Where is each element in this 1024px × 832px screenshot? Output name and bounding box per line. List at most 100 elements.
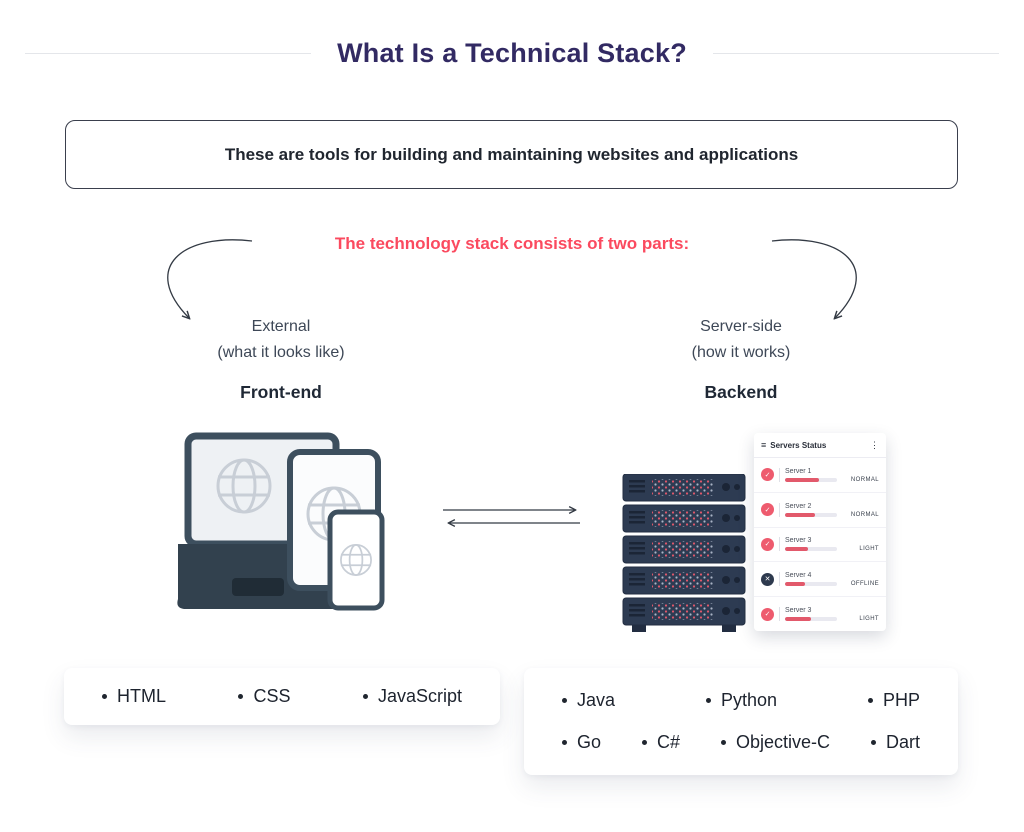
server-load-fill [785,477,819,482]
split-label: The technology stack consists of two par… [334,234,690,253]
bullet-icon [870,740,876,746]
server-status-label: NORMAL [850,511,879,518]
server-name: Server 3 [785,607,812,615]
server-info: Server 3 [785,537,837,552]
server-load-fill [785,582,805,587]
backend-tech-list-row1: Java Python PHP [524,690,958,711]
server-name: Server 1 [785,467,812,475]
server-info: Server 1 [785,468,837,482]
tech-label: HTML [117,686,166,706]
description-text: These are tools for building and maintai… [224,144,799,164]
frontend-subtitle-line2: (what it looks like) [217,344,345,361]
server-state-icon [761,503,774,517]
server-state-icon [761,468,774,482]
server-row: Server 3 LIGHT [754,597,886,631]
tech-label: C# [656,732,680,753]
status-panel-header: Servers Status [754,433,886,458]
server-load-fill [785,512,816,517]
tech-item: Objective-C [720,732,830,753]
server-row: Server 4 OFFLINE [754,562,886,598]
tech-label: Dart [885,732,920,753]
server-row: Server 3 LIGHT [754,528,886,563]
tech-item: Python [705,689,778,711]
row-divider [779,467,780,482]
devices-illustration [177,432,385,611]
bullet-icon [720,740,726,746]
server-rows: Server 1 NORMAL Server 2 NORMAL [754,458,886,631]
frontend-subtitle-line1: External [251,318,311,335]
row-divider [779,537,780,552]
title-divider-left [25,53,312,54]
row-divider [779,607,780,622]
server-status-label: NORMAL [850,476,879,483]
server-info: Server 3 [785,607,837,622]
server-load-bar [785,617,837,622]
server-name: Server 4 [785,572,812,580]
frontend-tech-list: HTML CSS JavaScript [64,686,500,707]
bullet-icon [562,740,567,746]
phone [327,509,385,611]
server-status-label: OFFLINE [850,581,879,588]
title-divider-right [712,53,999,54]
backend-subtitle-line1: Server-side [700,318,782,335]
backend-subtitle-line2: (how it works) [691,344,791,361]
tech-label: Java [577,689,616,710]
server-row: Server 1 NORMAL [754,458,886,493]
tech-item: C# [641,732,680,753]
bullet-icon [238,694,244,699]
server-load-bar [785,582,837,587]
frontend-heading: Front-end [240,382,322,402]
tech-item: HTML [102,686,166,707]
tech-label: JavaScript [377,686,462,706]
tech-label: CSS [253,686,291,706]
server-row: Server 2 NORMAL [754,493,886,528]
tech-item: CSS [238,686,290,707]
server-state-icon [761,607,774,621]
bullet-icon [562,697,567,703]
server-load-bar [785,512,837,517]
server-name: Server 3 [785,537,812,545]
backend-column: Server-side (how it works) Backend [581,314,901,403]
row-divider [779,572,780,587]
server-info: Server 4 [785,572,837,587]
server-load-fill [785,617,811,622]
kebab-menu-icon [870,441,879,450]
server-load-bar [785,477,837,482]
server-units [622,474,746,626]
title-row: What Is a Technical Stack? [0,38,1024,69]
tech-item: Java [562,690,615,711]
tech-label: PHP [882,689,920,710]
server-state-icon [761,537,774,551]
tech-label: Go [577,732,602,753]
tech-label: Python [720,689,778,710]
bullet-icon [362,694,368,699]
server-info: Server 2 [785,503,837,517]
tech-item: Dart [870,732,920,753]
page-title: What Is a Technical Stack? [337,38,687,68]
bullet-icon [102,694,107,699]
tech-item: Go [562,732,601,753]
frontend-tech-card: HTML CSS JavaScript [64,668,500,725]
server-rack-illustration [622,474,746,632]
tech-item: PHP [867,689,920,711]
bullet-icon [641,740,647,746]
tech-label: Objective-C [735,732,830,753]
bullet-icon [867,697,873,703]
backend-tech-list-row2: Go C# Objective-C Dart [524,732,958,753]
server-load-fill [785,547,809,552]
status-panel-title: Servers Status [770,440,827,450]
backend-heading: Backend [704,382,778,402]
server-status-label: LIGHT [859,546,879,553]
server-load-bar [785,547,837,552]
server-state-icon [761,572,774,586]
server-status-label: LIGHT [859,615,879,622]
frontend-column: External (what it looks like) Front-end [121,314,441,403]
server-status-panel: Servers Status Server 1 NORMAL [754,433,886,631]
row-divider [779,502,780,517]
server-name: Server 2 [785,502,812,510]
bullet-icon [705,697,711,703]
menu-icon [761,441,766,450]
backend-tech-card: Java Python PHP Go [524,668,958,775]
tech-item: JavaScript [362,686,462,707]
